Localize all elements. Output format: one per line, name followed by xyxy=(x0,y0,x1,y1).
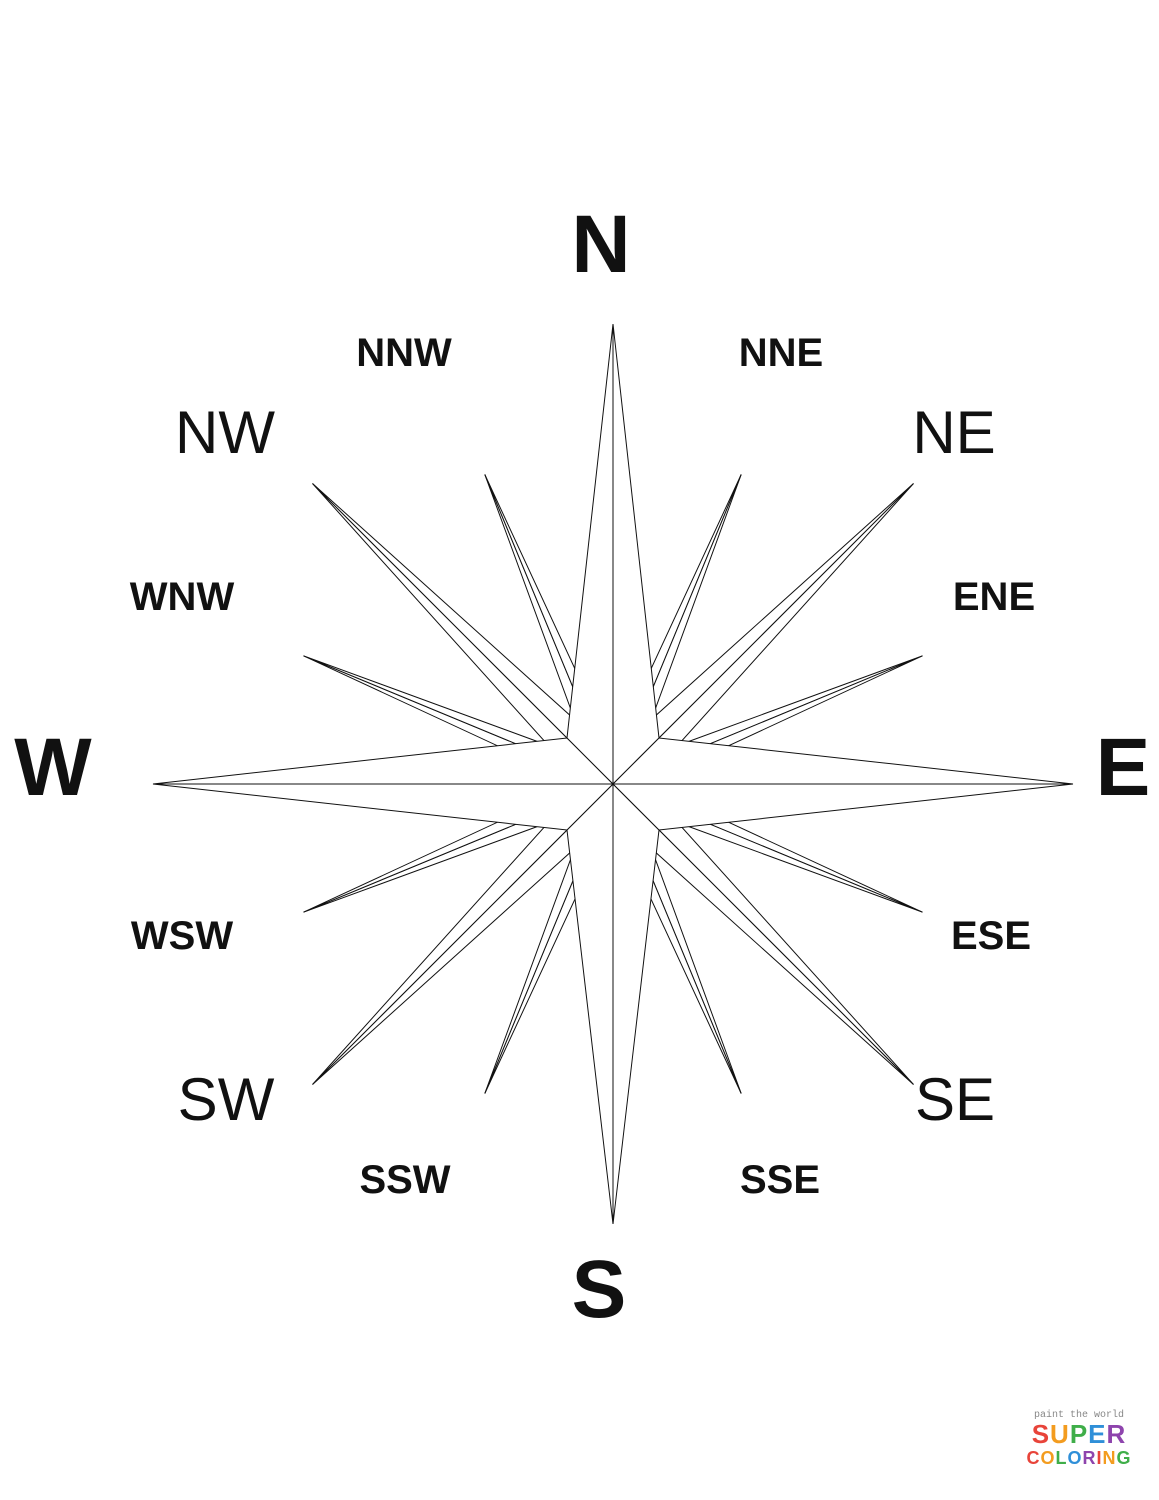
label-east-northeast: ENE xyxy=(952,575,1036,619)
label-east: E xyxy=(1095,722,1151,813)
label-north-northwest: NNW xyxy=(356,331,452,375)
logo-letter: O xyxy=(1040,1448,1056,1468)
logo-letter: O xyxy=(1067,1448,1083,1468)
label-southeast: SE xyxy=(914,1066,996,1133)
logo-letter: I xyxy=(1096,1448,1103,1468)
logo-letter: R xyxy=(1106,1419,1127,1449)
logo-letter: L xyxy=(1055,1448,1068,1468)
label-east-southeast: ESE xyxy=(950,914,1032,958)
label-north-northeast: NNE xyxy=(738,331,824,375)
logo-tagline: paint the world xyxy=(1033,1410,1124,1421)
logo-word-coloring: COLORING xyxy=(1020,1446,1138,1470)
compass-point-w-left xyxy=(152,783,615,831)
super-coloring-logo: paint the world SUPER COLORING xyxy=(1020,1410,1138,1476)
compass-points xyxy=(152,323,1074,1225)
compass-point-w-right xyxy=(152,737,615,785)
compass-point-n-left xyxy=(566,323,614,786)
logo-letter: N xyxy=(1102,1448,1117,1468)
label-southwest: SW xyxy=(177,1066,275,1133)
label-south-southeast: SSE xyxy=(739,1158,821,1202)
compass-point-s-right xyxy=(566,782,614,1225)
logo-letter: R xyxy=(1082,1448,1097,1468)
compass-point-e-left xyxy=(611,737,1074,785)
label-west-northwest: WNW xyxy=(129,575,235,619)
label-south-southwest: SSW xyxy=(359,1158,451,1202)
label-north: N xyxy=(571,199,631,290)
logo-letter: U xyxy=(1050,1419,1070,1449)
logo-letter: G xyxy=(1116,1448,1132,1468)
logo-letter: C xyxy=(1026,1448,1041,1468)
logo-letter: E xyxy=(1088,1419,1107,1449)
compass-point-n-right xyxy=(612,323,660,786)
logo-letter: S xyxy=(1031,1419,1051,1449)
label-northwest: NW xyxy=(175,399,275,466)
compass-point-e-right xyxy=(611,783,1074,831)
label-west: W xyxy=(14,722,92,813)
logo-word-super: SUPER xyxy=(1020,1419,1138,1449)
logo-letter: P xyxy=(1069,1419,1089,1449)
compass-point-s-left xyxy=(612,782,660,1225)
label-west-southwest: WSW xyxy=(130,914,234,958)
label-northeast: NE xyxy=(912,399,996,466)
label-south: S xyxy=(571,1244,627,1335)
